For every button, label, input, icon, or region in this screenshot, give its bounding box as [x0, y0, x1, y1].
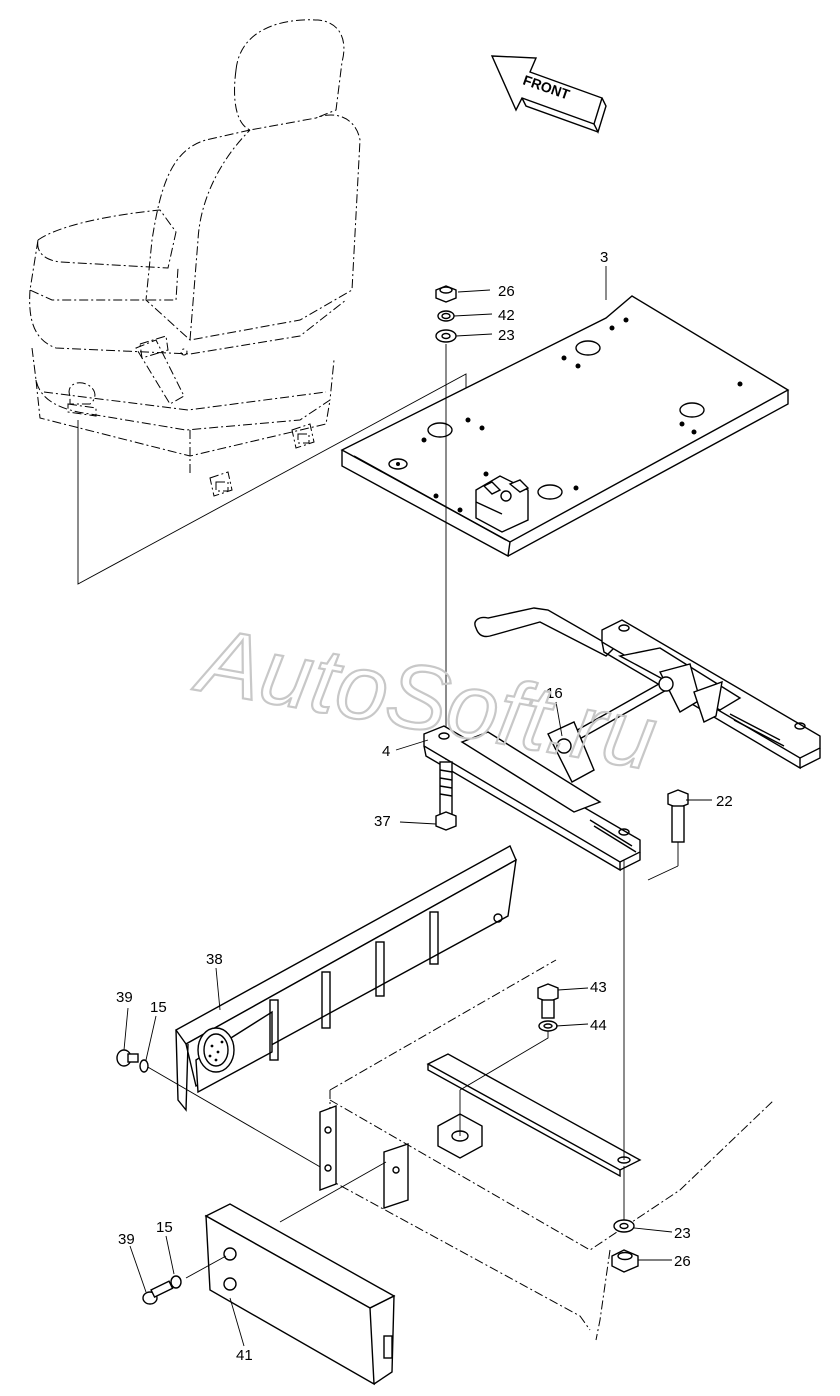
callout-42: 42	[498, 307, 515, 324]
seat-phantom	[29, 19, 361, 497]
callout-labels: 3 26 42 23 16 4 22 37 38 43 39 15 44 23 …	[116, 249, 733, 1364]
callout-4: 4	[382, 743, 390, 760]
seat-base-plate	[340, 295, 790, 558]
slide-rail-assembly	[423, 607, 821, 872]
leader-lines	[123, 266, 712, 1347]
callout-23-top: 23	[498, 327, 515, 344]
callout-38: 38	[206, 951, 223, 968]
bolt-39-lower	[142, 1275, 182, 1305]
bolt-22	[647, 789, 689, 881]
bolt-43	[537, 983, 559, 1032]
callout-26-bottom: 26	[674, 1253, 691, 1270]
callout-15-bottom: 15	[156, 1219, 173, 1236]
callout-3: 3	[600, 249, 608, 266]
callout-39-top: 39	[116, 989, 133, 1006]
hardware-stack-bottom	[611, 1166, 639, 1273]
bolt-39-upper	[116, 1049, 149, 1073]
callout-23-bottom: 23	[674, 1225, 691, 1242]
callout-37: 37	[374, 813, 391, 830]
cab-frame-phantom	[319, 860, 775, 1341]
bolt-37	[435, 761, 457, 831]
callout-26-top: 26	[498, 283, 515, 300]
callout-39-bottom: 39	[118, 1231, 135, 1248]
callout-22: 22	[716, 793, 733, 810]
front-arrow: FRONT	[490, 55, 607, 134]
callout-16: 16	[546, 685, 563, 702]
callout-44: 44	[590, 1017, 607, 1034]
callout-15-top: 15	[150, 999, 167, 1016]
side-cover-38	[145, 845, 517, 1169]
callout-43: 43	[590, 979, 607, 996]
callout-41: 41	[236, 1347, 253, 1364]
lower-cover-41	[185, 1161, 396, 1386]
